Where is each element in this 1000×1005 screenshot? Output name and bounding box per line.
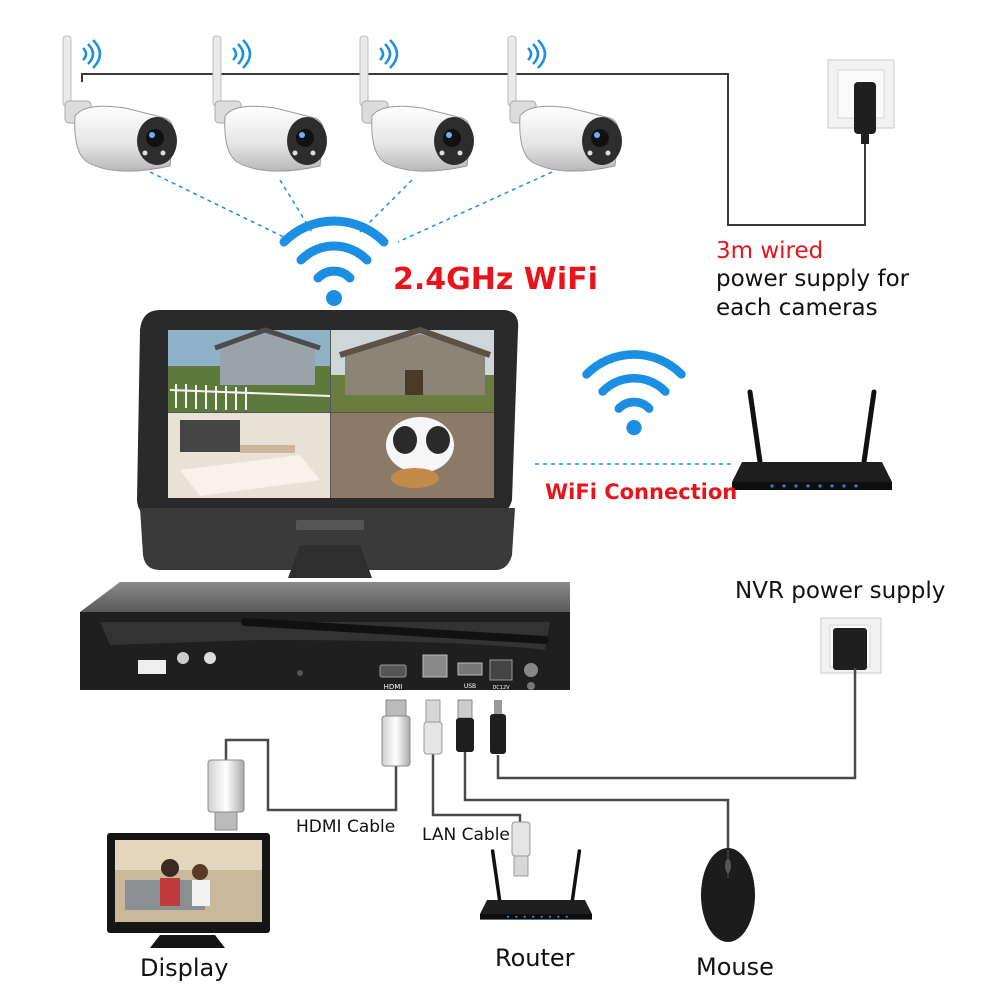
wifi-band-label: 2.4GHz WiFi [393,262,598,297]
router-lan-plug-icon [511,821,531,877]
wired-power-line3: each cameras [716,295,878,321]
wired-power-title: 3m wired [716,238,824,264]
dc-plug-icon [490,700,506,754]
nvr-monitor [137,310,519,578]
nvr-power-label: NVR power supply [735,578,946,604]
camera-1-icon [61,34,179,173]
camera-wireless-links [149,171,553,243]
hdmi-plug-icon [381,699,411,767]
nvr-recorder [80,582,570,690]
wired-power-line2: power supply for [716,266,910,292]
camera-power-outlet-icon [827,59,895,144]
hdmi-cable-label: HDMI Cable [296,817,396,837]
camera-feed-2 [331,326,494,412]
wifi-signal-icon [284,221,384,306]
mouse-icon [701,848,755,942]
camera-power-cable [81,73,866,226]
nvr-power-outlet-icon [820,617,882,674]
camera-4-icon [506,34,624,173]
camera-feed-1 [168,327,331,412]
usb-plug-icon [456,699,474,752]
connection-cables [224,668,857,850]
camera-3-icon [358,34,476,173]
router-bottom-icon [478,849,594,922]
camera-feed-4 [331,413,494,498]
display-monitor-icon [107,833,270,948]
port-label-usb: USB [464,683,476,690]
display-hdmi-plug-icon [207,759,245,831]
camera-feed-3 [168,413,330,498]
router-label: Router [495,944,575,972]
router-wifi-icon [587,354,682,435]
wifi-connection-label: WiFi Connection [545,480,738,504]
port-label-dc: DC12V [492,685,510,691]
display-label: Display [140,954,229,982]
port-label-hdmi: HDMI [384,683,403,691]
mouse-label: Mouse [696,953,774,981]
camera-2-icon [211,34,329,173]
lan-plug-icon [423,699,443,755]
lan-cable-label: LAN Cable [422,825,510,845]
router-top-icon [732,392,892,490]
